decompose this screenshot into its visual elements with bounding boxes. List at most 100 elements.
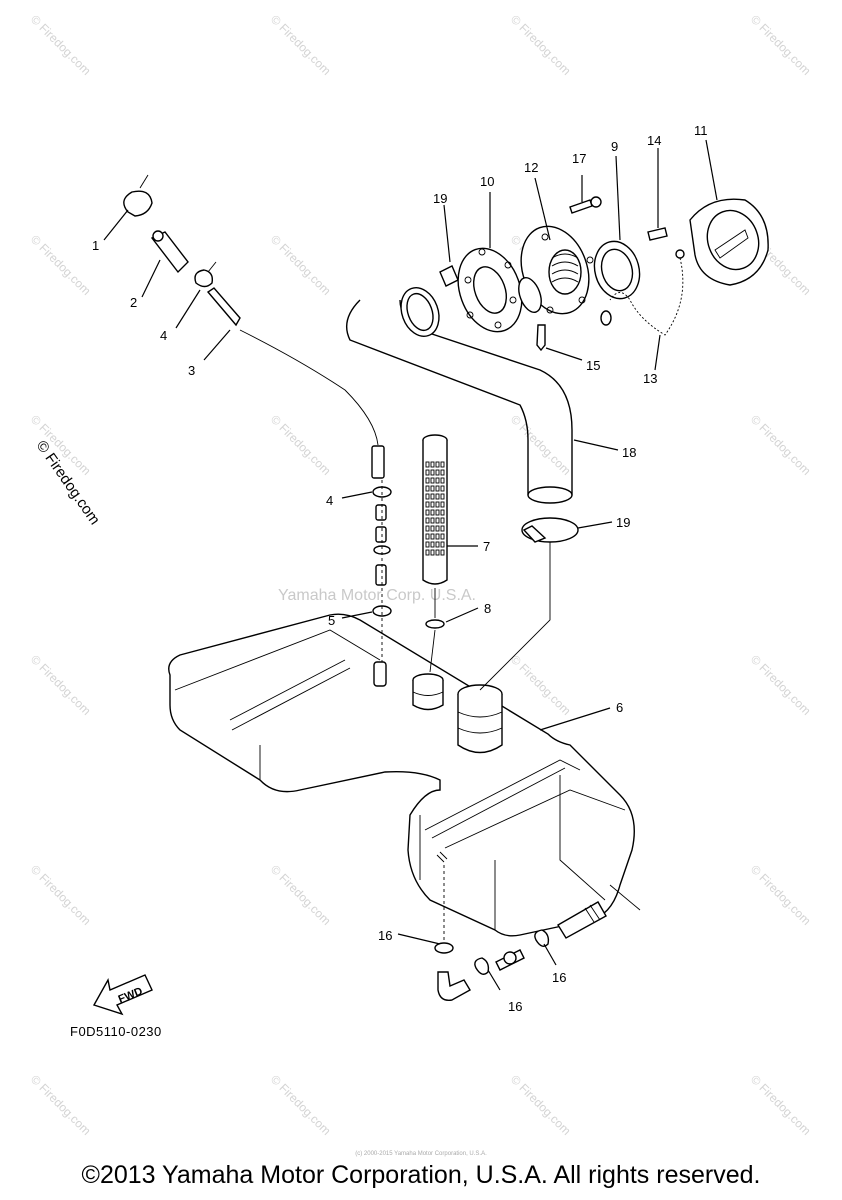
tiny-notice: (c) 2000-2015 Yamaha Motor Corporation, … xyxy=(355,1151,487,1157)
part-number-labels: 1 2 3 4 4 5 6 7 8 9 10 11 12 13 14 15 16… xyxy=(92,123,708,1014)
strainer-slot xyxy=(430,533,435,540)
watermark-text: © Firedog.com xyxy=(268,1072,334,1138)
watermark-text: © Firedog.com xyxy=(748,862,814,928)
watermark-text: © Firedog.com xyxy=(748,12,814,78)
watermark-text: © Firedog.com xyxy=(28,232,94,298)
strainer-slot xyxy=(425,477,430,484)
part-number-4-lower: 4 xyxy=(326,493,333,508)
part-number-7: 7 xyxy=(483,539,490,554)
part-number-8: 8 xyxy=(484,601,491,616)
part-number-2: 2 xyxy=(130,295,137,310)
filler-cap-assembly xyxy=(400,196,769,352)
part-number-14: 14 xyxy=(647,133,661,148)
part-number-13: 13 xyxy=(643,371,657,386)
strainer-slot xyxy=(435,533,440,540)
strainer-slot xyxy=(430,477,435,484)
strainer-slot xyxy=(440,477,445,484)
strainer-slot xyxy=(435,517,440,524)
strainer-slot xyxy=(430,493,435,500)
strainer-slot xyxy=(425,485,430,492)
watermark-text: © Firedog.com xyxy=(268,862,334,928)
strainer-slot xyxy=(440,541,445,548)
part-number-10: 10 xyxy=(480,174,494,189)
strainer-slot xyxy=(435,509,440,516)
strainer-slot xyxy=(440,525,445,532)
part-number-3: 3 xyxy=(188,363,195,378)
watermark-text: © Firedog.com xyxy=(748,412,814,478)
strainer-slot xyxy=(430,469,435,476)
strainer-slot xyxy=(425,525,430,532)
watermark-text: © Firedog.com xyxy=(508,12,574,78)
strainer-slot xyxy=(440,485,445,492)
strainer-slot xyxy=(430,509,435,516)
strainer-slot xyxy=(425,469,430,476)
strainer-slot xyxy=(430,525,435,532)
strainer-slot xyxy=(425,549,430,556)
watermark-grid: © Firedog.com © Firedog.com © Firedog.com ©… xyxy=(28,12,814,1138)
part-number-1: 1 xyxy=(92,238,99,253)
watermark-text: © Firedog.com xyxy=(748,652,814,718)
drain-fittings xyxy=(434,865,641,1001)
strainer-slot xyxy=(430,549,435,556)
strainer-slot xyxy=(425,493,430,500)
part-number-15: 15 xyxy=(586,358,600,373)
part-number-19-upper: 19 xyxy=(433,191,447,206)
fwd-arrow-icon: FWD xyxy=(92,974,153,1016)
watermark-text: © Firedog.com xyxy=(268,12,334,78)
strainer-slot xyxy=(430,461,435,468)
strainer-slot xyxy=(435,541,440,548)
strainer-slot xyxy=(440,509,445,516)
part-number-16-a: 16 xyxy=(378,928,392,943)
strainer-slot xyxy=(440,493,445,500)
strainer-slot xyxy=(435,493,440,500)
fuel-strainer xyxy=(422,434,448,673)
part-number-5: 5 xyxy=(328,613,335,628)
strainer-slot xyxy=(425,541,430,548)
watermark-text: © Firedog.com xyxy=(508,1072,574,1138)
watermark-text: © Firedog.com xyxy=(508,652,574,718)
strainer-slot xyxy=(435,525,440,532)
strainer-slot xyxy=(435,485,440,492)
strainer-slot xyxy=(440,533,445,540)
watermark-text: © Firedog.com xyxy=(28,1072,94,1138)
center-watermark: Yamaha Motor Corp. U.S.A. xyxy=(278,587,476,604)
part-number-16-c: 16 xyxy=(552,970,566,985)
part-number-4-upper: 4 xyxy=(160,328,167,343)
strainer-slot xyxy=(425,501,430,508)
strainer-slot xyxy=(430,485,435,492)
strainer-slot xyxy=(440,549,445,556)
part-number-16-b: 16 xyxy=(508,999,522,1014)
strainer-slot xyxy=(435,469,440,476)
strainer-slot xyxy=(425,533,430,540)
part-number-6: 6 xyxy=(616,700,623,715)
fuel-tank xyxy=(168,613,635,937)
strainer-slot xyxy=(435,549,440,556)
figure-code: F0D5110-0230 xyxy=(70,1024,162,1039)
part-number-9: 9 xyxy=(611,139,618,154)
strainer-slot xyxy=(430,541,435,548)
watermark-text: © Firedog.com xyxy=(28,12,94,78)
part-number-11: 11 xyxy=(694,123,708,138)
part-number-17: 17 xyxy=(572,151,586,166)
strainer-slot xyxy=(435,477,440,484)
watermark-text: © Firedog.com xyxy=(268,232,334,298)
watermark-text: © Firedog.com xyxy=(28,652,94,718)
watermark-text: © Firedog.com xyxy=(748,1072,814,1138)
strainer-slot xyxy=(440,501,445,508)
strainer-slot xyxy=(430,501,435,508)
part-number-19-lower: 19 xyxy=(616,515,630,530)
part-number-18: 18 xyxy=(622,445,636,460)
strainer-slot xyxy=(425,461,430,468)
strainer-slot xyxy=(440,461,445,468)
strainer-slot xyxy=(425,517,430,524)
strainer-slot xyxy=(440,469,445,476)
strainer-slot xyxy=(435,501,440,508)
watermark-text: © Firedog.com xyxy=(28,862,94,928)
strainer-slot xyxy=(440,517,445,524)
watermark-text: © Firedog.com xyxy=(508,412,574,478)
part-number-12: 12 xyxy=(524,160,538,175)
hose-clamp-lower xyxy=(521,517,579,543)
strainer-slot xyxy=(425,509,430,516)
leader-lines xyxy=(103,139,718,991)
